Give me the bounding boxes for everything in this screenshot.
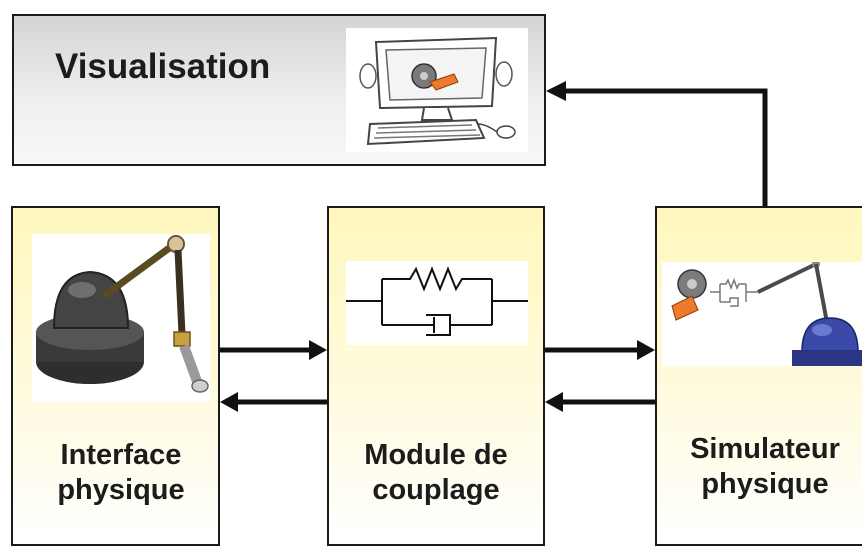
simulateur-physique-label: Simulateur physique bbox=[660, 432, 862, 503]
couplage-label-line2: couplage bbox=[372, 474, 500, 507]
module-couplage-label: Module de couplage bbox=[332, 438, 540, 509]
visualisation-title: Visualisation bbox=[55, 47, 271, 86]
simulateur-label-line2: physique bbox=[701, 468, 829, 501]
arrow-head-visualisation bbox=[546, 81, 566, 101]
simulateur-label-line1: Simulateur bbox=[690, 433, 840, 465]
interface-label-line1: Interface bbox=[60, 439, 182, 471]
virtual-tool-arm-icon bbox=[662, 262, 862, 366]
interface-physique-label: Interface physique bbox=[16, 438, 226, 509]
haptic-arm-device-icon bbox=[32, 234, 210, 402]
interface-label-line2: physique bbox=[57, 474, 185, 507]
arrow-sim-to-visualisation bbox=[556, 88, 768, 206]
computer-monitor-keyboard-icon bbox=[346, 28, 528, 152]
couplage-label-line1: Module de bbox=[364, 439, 508, 471]
spring-damper-icon bbox=[346, 261, 528, 345]
